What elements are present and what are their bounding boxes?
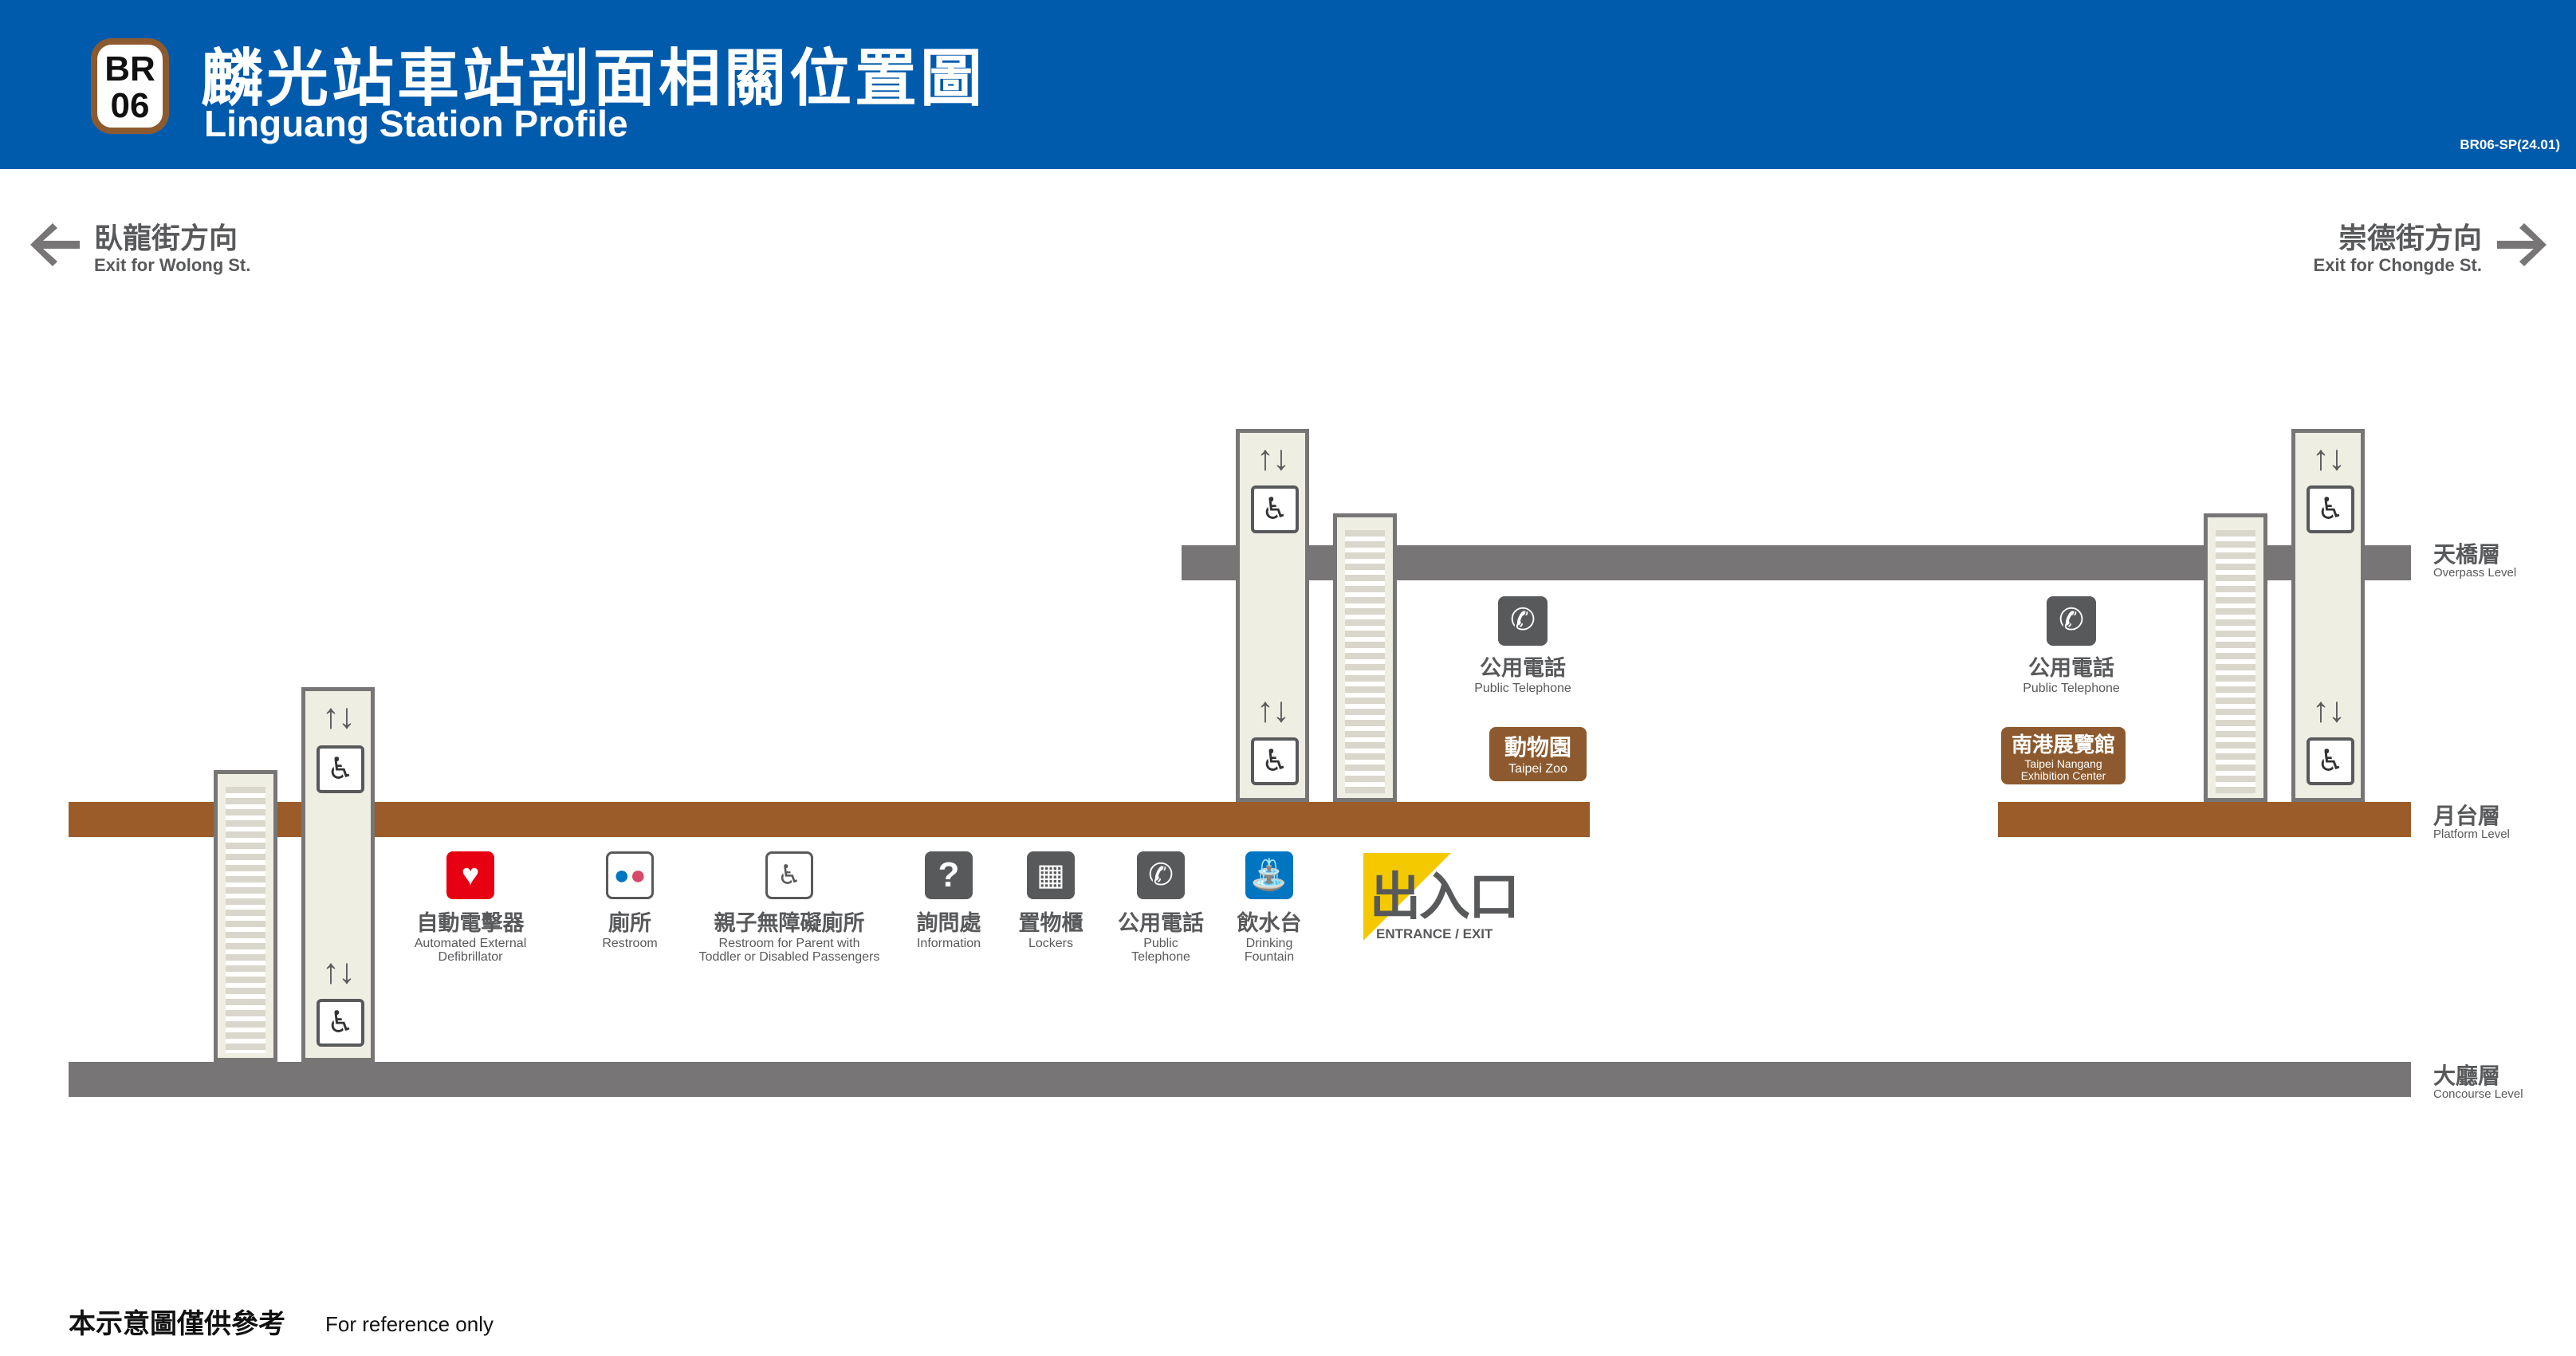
header-bar [0,0,2576,169]
concourse-level-bar [69,1062,2411,1097]
stair-steps [226,787,265,1053]
facility-label-en: Automated External [414,937,527,950]
elevator-right: ↑↓ ♿ ↑↓ ♿ [2291,429,2365,802]
facility-label-en: Information [916,937,981,950]
destination-en: Taipei Nangang [2024,757,2102,770]
facility-label-en: Lockers [1028,937,1074,950]
level-label-platform-zh: 月台層 [2433,803,2501,829]
arrow-left-icon [30,223,80,266]
facility-label-zh: 自動電擊器 [416,911,525,936]
up-down-arrows-icon: ↑↓ [2312,690,2346,729]
stairs-right [2204,513,2267,802]
arrow-right-icon [2497,223,2547,266]
aed-icon: ♥ [446,851,494,899]
public-telephone-middle: ✆ 公用電話 Public Telephone [1443,596,1603,695]
elevator-left: ↑↓ ♿ ↑↓ ♿ [301,687,375,1062]
public-telephone-right: ✆ 公用電話 Public Telephone [1992,596,2151,695]
badge-line-code: BR [104,49,155,88]
direction-right-zh: 崇德街方向 [2338,222,2482,255]
wheelchair-icon: ♿ [1251,737,1299,785]
platform-level-bar-left [69,802,1590,837]
facility-label-zh: 置物櫃 [1018,911,1083,936]
phone-icon: ✆ [1498,596,1548,646]
destination-zh: 動物園 [1504,734,1571,761]
destination-en: Taipei Zoo [1508,762,1567,776]
level-label-concourse-en: Concourse Level [2433,1087,2523,1101]
elevator-middle: ↑↓ ♿ ↑↓ ♿ [1236,429,1309,802]
entrance-exit-en: ENTRANCE / EXIT [1376,926,1493,941]
up-down-arrows-icon: ↑↓ [1257,690,1290,729]
water-fountain-icon: ⛲ [1245,851,1293,899]
facility-label-en: Drinking [1245,937,1293,950]
up-down-arrows-icon: ↑↓ [322,697,356,736]
facility-information: ? 詢問處 Information [901,851,997,950]
facility-label-en: Defibrillator [438,950,503,964]
facility-label-en: Telephone [1131,950,1190,964]
badge-line-number: 06 [110,86,150,125]
up-down-arrows-icon: ↑↓ [1257,438,1290,478]
reference-note-en: For reference only [325,1312,494,1336]
stair-steps [1345,530,1385,793]
wheelchair-icon: ♿ [1251,485,1299,533]
entrance-exit-icon [1363,853,1451,941]
facility-label-en: Public [1143,937,1178,950]
facility-label-en: Restroom [602,937,658,950]
direction-left-zh: 臥龍街方向 [94,222,238,255]
facility-public-telephone: ✆ 公用電話 Public Telephone [1105,851,1217,964]
information-icon: ? [925,851,973,899]
locker-icon: ▦ [1027,851,1075,899]
entrance-exit-sign: 出入口 ENTRANCE / EXIT [1363,853,1520,941]
phone-label-zh: 公用電話 [2028,656,2114,681]
facility-restroom: ●● 廁所 Restroom [574,851,686,950]
facility-label-zh: 詢問處 [916,911,981,936]
document-code: BR06-SP(24.01) [2460,137,2560,152]
phone-label-zh: 公用電話 [1480,656,1566,681]
destination-zh: 南港展覽館 [2011,733,2115,757]
phone-icon: ✆ [1137,851,1185,899]
facility-label-zh: 公用電話 [1118,911,1204,936]
level-label-platform-en: Platform Level [2433,827,2510,841]
phone-label-en: Public Telephone [2023,682,2120,695]
direction-left-en: Exit for Wolong St. [94,255,251,275]
station-code-badge: BR 06 [91,38,169,134]
phone-icon: ✆ [2047,596,2096,646]
platform-level-bar-right [1998,802,2411,837]
page-title-zh: 麟光站車站剖面相關位置圖 [201,43,986,115]
facility-label-en: Toddler or Disabled Passengers [698,950,880,964]
family-restroom-icon: ♿ [765,851,813,899]
level-label-overpass-en: Overpass Level [2433,566,2517,580]
reference-note-zh: 本示意圖僅供參考 [69,1308,285,1340]
wheelchair-icon: ♿ [2307,485,2354,533]
level-label-concourse-zh: 大廳層 [2433,1063,2501,1089]
facility-drinking-fountain: ⛲ 飲水台 Drinking Fountain [1221,851,1317,964]
up-down-arrows-icon: ↑↓ [322,952,356,991]
facility-label-en: Fountain [1244,950,1295,964]
direction-right-en: Exit for Chongde St. [2313,255,2482,275]
destination-taipei-zoo: 動物園 Taipei Zoo [1489,727,1587,781]
destination-en: Exhibition Center [2020,769,2106,782]
stairs-left [214,770,277,1062]
wheelchair-icon: ♿ [2307,737,2354,785]
facility-label-zh: 親子無障礙廁所 [714,911,865,936]
facility-label-zh: 廁所 [608,911,651,936]
level-label-overpass-zh: 天橋層 [2433,541,2501,568]
facility-label-en: Restroom for Parent with [718,937,860,950]
facility-family-restroom: ♿ 親子無障礙廁所 Restroom for Parent with Toddl… [678,851,901,964]
up-down-arrows-icon: ↑↓ [2312,438,2346,478]
wheelchair-icon: ♿ [317,745,364,793]
stairs-middle [1333,513,1397,802]
stair-steps [2216,530,2255,793]
wheelchair-icon: ♿ [317,999,364,1047]
entrance-exit-zh: 出入口 [1370,868,1520,927]
facility-lockers: ▦ 置物櫃 Lockers [1003,851,1099,950]
facility-aed: ♥ 自動電擊器 Automated External Defibrillator [391,851,550,964]
phone-label-en: Public Telephone [1474,682,1571,695]
page-title-en: Linguang Station Profile [204,103,628,144]
restroom-icon: ●● [606,851,654,899]
destination-nangang-exhibition: 南港展覽館 Taipei Nangang Exhibition Center [2001,727,2126,784]
facility-label-zh: 飲水台 [1237,911,1302,936]
